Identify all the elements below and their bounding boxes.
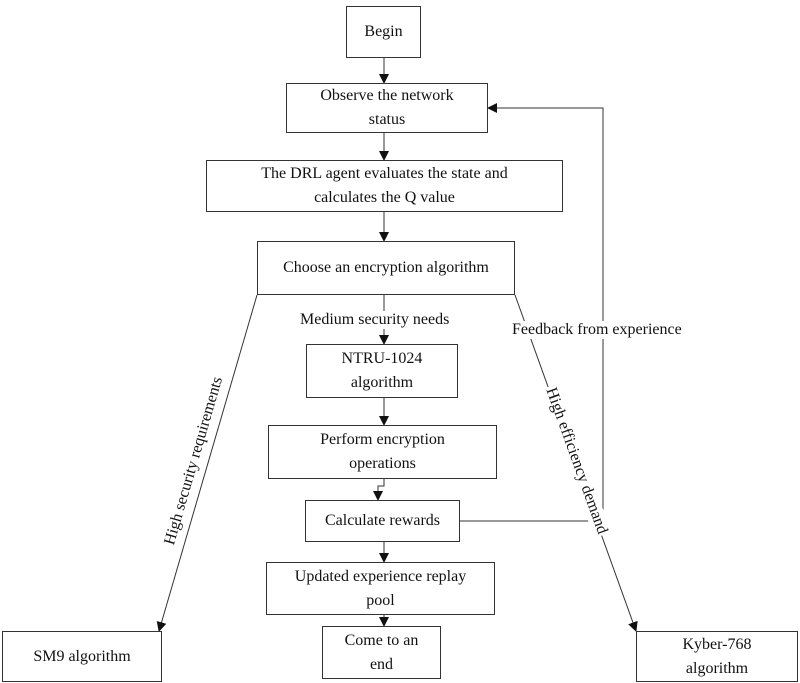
arrow-choose-sm9 bbox=[156, 294, 258, 632]
choose-node: Choose an encryption algorithm bbox=[257, 241, 515, 295]
sm9-node: SM9 algorithm bbox=[2, 631, 162, 682]
update-label: Updated experience replay pool bbox=[294, 567, 467, 609]
arrow-perform-rewards bbox=[373, 479, 385, 501]
medium-security-label: Medium security needs bbox=[298, 311, 452, 329]
kyber-label: Kyber-768 algorithm bbox=[682, 635, 752, 677]
kyber-node: Kyber-768 algorithm bbox=[636, 631, 798, 682]
begin-node: Begin bbox=[346, 6, 421, 58]
perform-node: Perform encryption operations bbox=[268, 425, 497, 479]
ntru-node: NTRU-1024 algorithm bbox=[306, 344, 458, 398]
feedback-label: Feedback from experience bbox=[510, 321, 684, 339]
rewards-label: Calculate rewards bbox=[324, 512, 441, 529]
perform-label: Perform encryption operations bbox=[320, 431, 445, 472]
observe-node: Observe the network status bbox=[286, 83, 488, 133]
sm9-label: SM9 algorithm bbox=[33, 647, 131, 665]
observe-label: Observe the network status bbox=[320, 87, 454, 128]
choose-label: Choose an encryption algorithm bbox=[283, 259, 489, 276]
end-label: Come to an end bbox=[344, 631, 419, 673]
rewards-node: Calculate rewards bbox=[305, 500, 460, 542]
arrow-feedback bbox=[460, 103, 604, 522]
update-node: Updated experience replay pool bbox=[266, 562, 495, 615]
begin-label: Begin bbox=[364, 23, 403, 40]
ntru-label: NTRU-1024 algorithm bbox=[341, 350, 423, 391]
drl-node: The DRL agent evaluates the state and ca… bbox=[206, 160, 563, 212]
end-node: Come to an end bbox=[322, 626, 441, 679]
drl-label: The DRL agent evaluates the state and ca… bbox=[261, 165, 508, 206]
